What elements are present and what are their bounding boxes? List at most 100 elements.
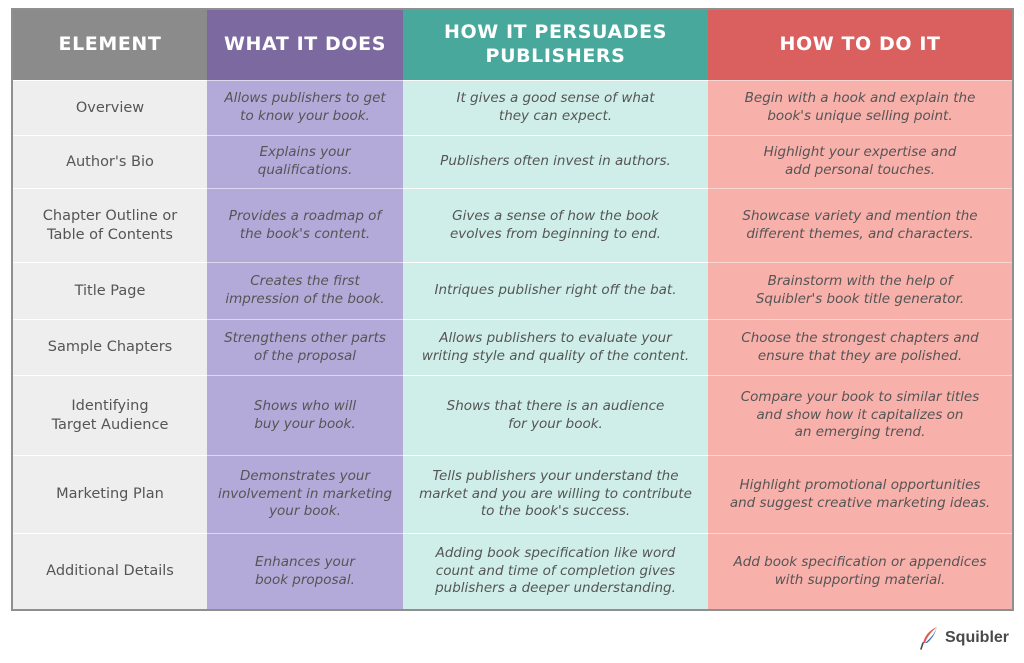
text-line: Tells publishers your understand the [432,468,679,485]
text-line: Additional Details [46,563,174,580]
text-line: HOW TO DO IT [779,33,941,56]
text-line: Showcase variety and mention the [742,207,978,224]
text-line: an emerging trend. [794,424,926,441]
text-line: Choose the strongest chapters and [741,329,979,346]
text-line: Provides a roadmap of [228,207,382,224]
text-line: Table of Contents [47,226,173,243]
text-line: Strengthens other parts [224,329,386,346]
text-line: to know your book. [240,108,370,124]
text-line: Title Page [74,282,146,299]
text-line: Intriques publisher right off the bat. [434,282,677,299]
element-cell: Additional Details [13,533,207,609]
text-line: Overview [75,99,145,116]
logo-text: Squibler [945,629,1010,646]
text-line: Explains your [259,144,351,161]
text-line: Author's Bio [66,153,154,170]
text-line: market and you are willing to contribute [419,485,692,502]
text-line: PUBLISHERS [485,45,626,67]
text-line: HOW IT PERSUADES [443,21,668,44]
text-line: to the book's success. [480,503,631,520]
text-line: Shows who will [253,397,357,414]
text-line: Highlight promotional opportunities [739,476,981,493]
element-cell: Sample Chapters [13,319,207,375]
text-line: qualifications. [257,162,353,178]
text-line: Squibler's book title generator. [755,291,965,307]
text-line: buy your book. [254,415,356,432]
text-line: of the proposal [253,347,356,364]
persuades-cell: Publishers often invest in authors. [403,135,708,188]
element-cell: Overview [13,80,207,135]
text-line: add personal touches. [784,162,935,178]
text-line: and suggest creative marketing ideas. [729,494,991,511]
text-line: Gives a sense of how the book [452,207,659,224]
text-line: count and time of completion gives [435,562,676,579]
text-line: Enhances your [255,553,355,570]
text-line: It gives a good sense of what [456,90,655,107]
text-line: book's unique selling point. [767,108,953,124]
text-line: evolves from beginning to end. [450,225,661,242]
text-line: Brainstorm with the help of [767,273,953,290]
text-line: and show how it capitalizes on [756,406,964,423]
text-line: the book's content. [239,225,371,242]
element-cell: Author's Bio [13,135,207,188]
header-how-to-do-it: HOW TO DO IT [708,10,1012,80]
text-line: Begin with a hook and explain the [744,90,976,107]
text-line: writing style and quality of the content… [421,347,690,364]
text-line: publishers a deeper understanding. [435,580,676,597]
header-what-it-does: WHAT IT DOES [207,10,403,80]
text-line: they can expect. [498,108,613,124]
element-cell: Marketing Plan [13,455,207,533]
text-line: involvement in marketing [217,485,393,502]
text-line: WHAT IT DOES [223,33,387,56]
text-line: Creates the first [250,273,360,290]
squibler-logo: Squibler [918,625,1009,651]
text-line: Allows publishers to evaluate your [439,329,672,346]
text-line: for your book. [508,415,603,432]
text-line: Marketing Plan [56,486,164,503]
text-line: Highlight your expertise and [763,144,957,161]
text-line: Target Audience [51,416,169,433]
text-line: ensure that they are polished. [757,347,963,364]
text-line: Publishers often invest in authors. [440,153,671,170]
text-line: your book. [269,503,341,520]
text-line: book proposal. [255,571,355,588]
persuades-cell: Intriques publisher right off the bat. [403,262,708,319]
text-line: Add book specification or appendices [733,553,987,570]
element-cell: Title Page [13,262,207,319]
text-line: Demonstrates your [239,468,371,485]
text-line: Sample Chapters [47,339,173,356]
text-line: Adding book specification like word [435,545,676,562]
text-line: impression of the book. [225,291,385,307]
text-line: Shows that there is an audience [446,397,665,414]
text-line: Compare your book to similar titles [740,389,980,406]
text-line: Allows publishers to get [224,90,386,107]
text-line: with supporting material. [774,571,946,588]
text-line: ELEMENT [58,33,162,56]
quill-feather-icon [920,627,937,650]
header-element: ELEMENT [13,10,207,80]
